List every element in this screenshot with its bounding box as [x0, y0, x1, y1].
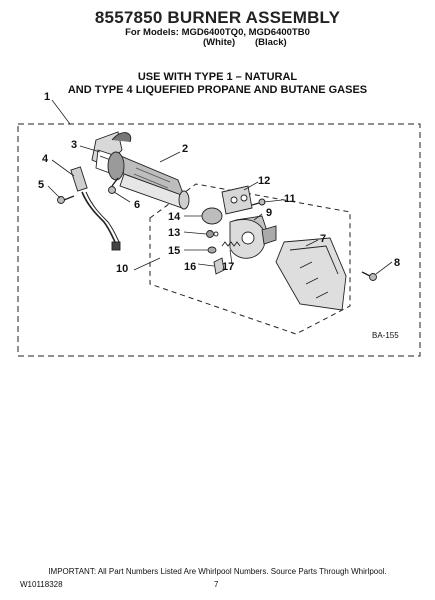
- valve-bracket-part: [213, 257, 225, 275]
- assembly-boundary: [17, 123, 421, 357]
- color-white-label: (White): [203, 37, 236, 48]
- callout-14: 14: [168, 211, 181, 223]
- diagram-reference: BA-155: [372, 331, 399, 340]
- usage-line-2: AND TYPE 4 LIQUEFIED PROPANE AND BUTANE …: [67, 84, 368, 96]
- igniter-screw-part: [57, 195, 75, 204]
- color-black-label: (Black): [255, 37, 287, 48]
- igniter-part: [70, 166, 121, 251]
- sensor-screw-part: [251, 198, 266, 206]
- page-number: 7: [214, 580, 219, 589]
- shield-screw-part: [361, 271, 377, 281]
- callout-15: 15: [168, 245, 180, 257]
- callout-2: 2: [182, 143, 188, 155]
- callout-8: 8: [394, 257, 400, 269]
- bracket-screw-part: [108, 177, 119, 194]
- callout-7: 7: [320, 233, 326, 245]
- leader-lines: [47, 99, 393, 275]
- callout-11: 11: [284, 193, 296, 205]
- valve-fitting-part: [207, 246, 217, 254]
- callout-16: 16: [184, 261, 196, 273]
- burner-tube-part: [107, 132, 190, 210]
- orifice-fitting-part: [206, 230, 219, 238]
- callout-17: 17: [222, 261, 234, 273]
- models-line: For Models: MGD6400TQ0, MGD6400TB0: [125, 27, 310, 38]
- callout-3: 3: [71, 139, 77, 151]
- usage-line-1: USE WITH TYPE 1 – NATURAL: [137, 71, 298, 83]
- document-number: W10118328: [20, 580, 63, 589]
- callout-1: 1: [44, 91, 50, 103]
- callout-13: 13: [168, 227, 180, 239]
- callout-12: 12: [258, 175, 270, 187]
- callout-6: 6: [134, 199, 140, 211]
- footer-important-note: IMPORTANT: All Part Numbers Listed Are W…: [48, 567, 387, 576]
- callout-4: 4: [42, 153, 49, 165]
- valve-spring-part: [221, 241, 241, 247]
- callout-9: 9: [266, 207, 272, 219]
- valve-group-boundary: [149, 183, 351, 335]
- callout-10: 10: [116, 263, 128, 275]
- page-title: 8557850 BURNER ASSEMBLY: [94, 8, 341, 27]
- heat-shield-part: [275, 237, 347, 311]
- flame-sensor-part: [221, 185, 253, 215]
- gas-valve-part: [201, 207, 277, 259]
- callout-5: 5: [38, 179, 44, 191]
